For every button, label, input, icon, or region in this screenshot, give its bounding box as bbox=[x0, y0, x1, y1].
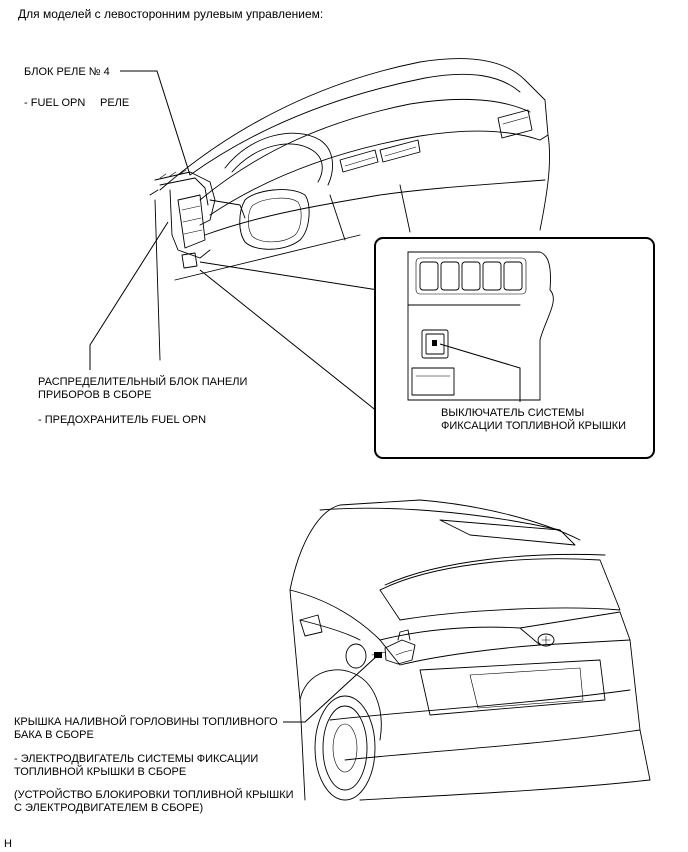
dashboard-illustration bbox=[149, 58, 550, 361]
switch-label-line1: ВЫКЛЮЧАТЕЛЬ СИСТЕМЫ bbox=[441, 407, 585, 419]
junction-block-line1: РАСПРЕДЕЛИТЕЛЬНЫЙ БЛОК ПАНЕЛИ bbox=[38, 376, 248, 388]
relay-item-suffix: РЕЛЕ bbox=[100, 97, 130, 109]
fuel-lid-motor-line1: - ЭЛЕКТРОДВИГАТЕЛЬ СИСТЕМЫ ФИКСАЦИИ bbox=[14, 753, 259, 765]
junction-block-fuse: - ПРЕДОХРАНИТЕЛЬ FUEL OPN bbox=[38, 414, 207, 426]
fuel-lid-line1: КРЫШКА НАЛИВНОЙ ГОРЛОВИНЫ ТОПЛИВНОГО bbox=[14, 716, 278, 728]
relay-block-leader bbox=[120, 70, 191, 176]
corner-code: H bbox=[4, 838, 12, 850]
switch-label-line2: ФИКСАЦИИ ТОПЛИВНОЙ КРЫШКИ bbox=[441, 420, 627, 432]
fuel-lid-motor-line2: ТОПЛИВНОЙ КРЫШКИ В СБОРЕ bbox=[14, 766, 187, 778]
junction-block-line2: ПРИБОРОВ В СБОРЕ bbox=[38, 389, 152, 401]
car-rear-illustration bbox=[289, 499, 651, 801]
relay-block-title: БЛОК РЕЛЕ № 4 bbox=[24, 66, 110, 78]
zoom-line-lower bbox=[199, 269, 379, 413]
switch-leader bbox=[439, 343, 521, 402]
fuel-lid-note-line1: (УСТРОЙСТВО БЛОКИРОВКИ ТОПЛИВНОЙ КРЫШКИ bbox=[14, 789, 294, 801]
fuel-lid-note-line2: С ЭЛЕКТРОДВИГАТЕЛЕМ В СБОРЕ) bbox=[14, 802, 204, 814]
switch-inset bbox=[374, 237, 655, 459]
fuel-lid-leader bbox=[283, 654, 379, 723]
zoom-line-upper bbox=[199, 261, 379, 291]
diagram-heading: Для моделей с левосторонним рулевым упра… bbox=[18, 7, 324, 21]
fuel-lid-line2: БАКА В СБОРЕ bbox=[14, 729, 94, 741]
junction-block-leader bbox=[89, 221, 169, 370]
relay-item-prefix: - FUEL OPN bbox=[24, 97, 86, 109]
